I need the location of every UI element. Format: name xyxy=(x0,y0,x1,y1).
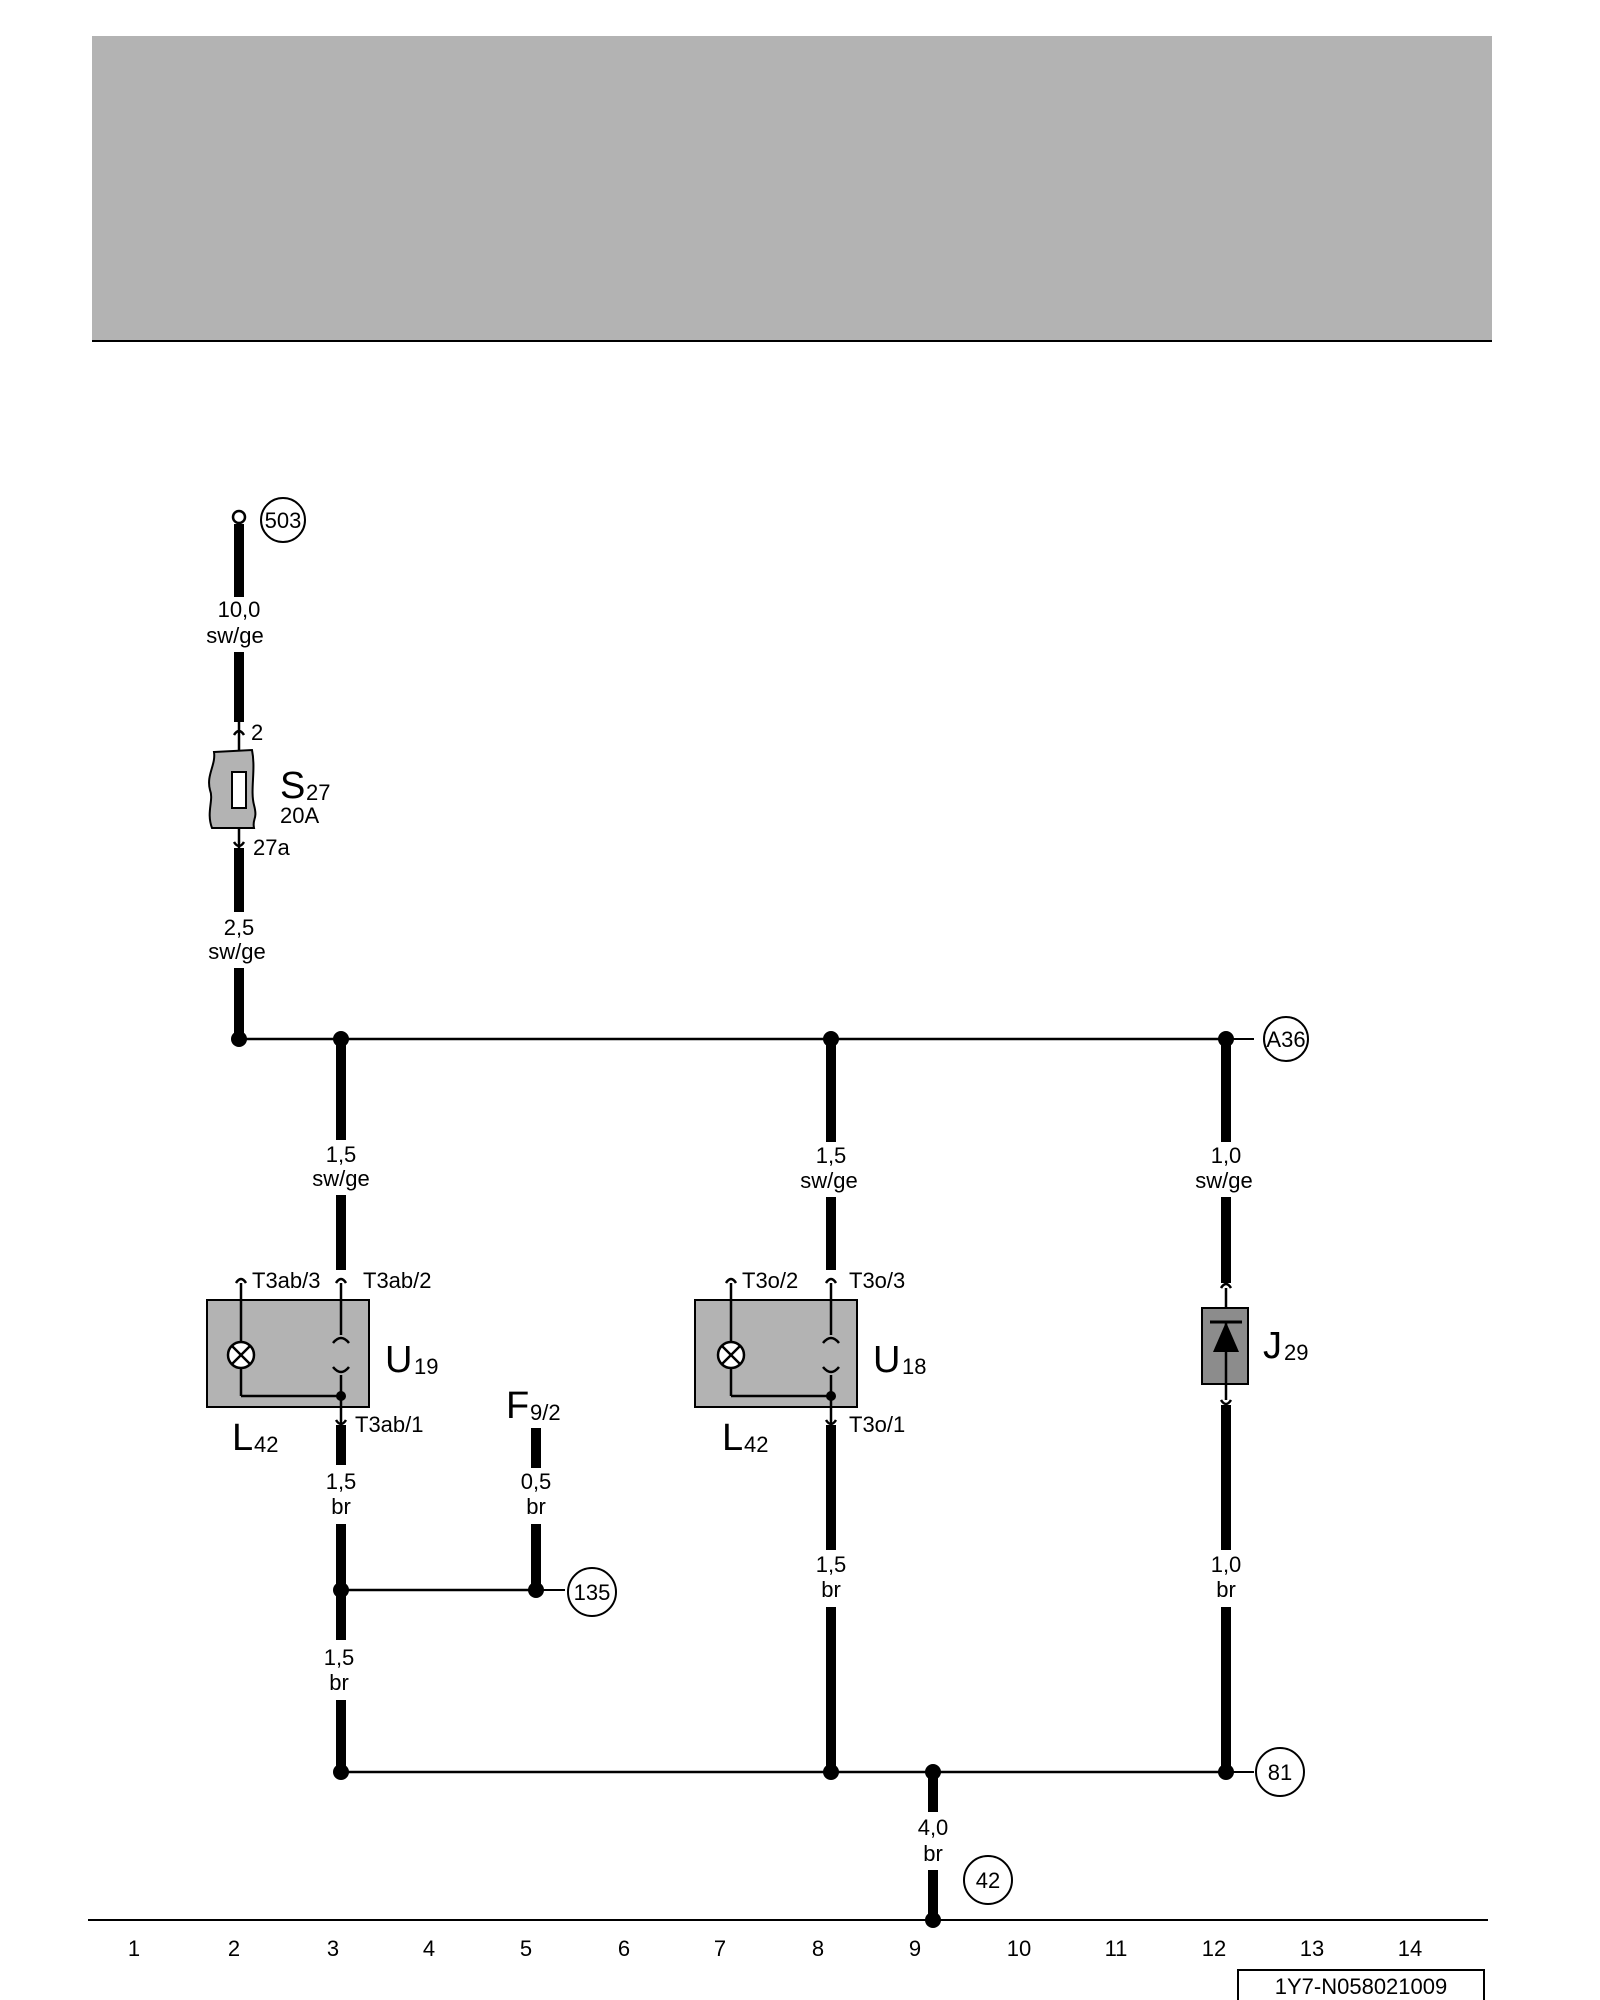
pin-t3ab3: T3ab/3 xyxy=(252,1268,321,1293)
u19-sub: 19 xyxy=(414,1354,438,1379)
supply-branch: 503 10,0 sw/ge 2 S 27 20A 27a 2,5 sw/ge xyxy=(206,497,330,1039)
pin-arrow xyxy=(724,1277,738,1284)
wire-1-5-br-a-color: br xyxy=(331,1494,351,1519)
column-number: 7 xyxy=(714,1936,726,1961)
f9-letter: F xyxy=(506,1385,529,1427)
j29-letter: J xyxy=(1263,1325,1282,1367)
column-number: 9 xyxy=(909,1936,921,1961)
ground-bus: 81 4,0 br 42 xyxy=(333,1747,1305,1928)
pin-arrow xyxy=(824,1419,838,1426)
ref-circle-81 xyxy=(1255,1747,1305,1797)
pin-t3ab2: T3ab/2 xyxy=(363,1268,432,1293)
document-code-box xyxy=(1237,1969,1485,2000)
terminal-503 xyxy=(231,509,247,525)
column-number: 12 xyxy=(1202,1936,1226,1961)
ref-circle-135 xyxy=(567,1567,617,1617)
l42-sub-b: 42 xyxy=(744,1432,768,1457)
node-dot xyxy=(333,1764,349,1780)
column-number: 13 xyxy=(1300,1936,1324,1961)
pin-t3o3: T3o/3 xyxy=(849,1268,905,1293)
u18-branch: 1,5 sw/ge T3o/2 T3o/3 U 18 L 42 T3o/1 1,… xyxy=(694,1039,926,1772)
ref-42-label: 42 xyxy=(976,1868,1000,1893)
column-number: 11 xyxy=(1105,1936,1128,1961)
column-numbers: 1 2 3 4 5 6 7 8 9 10 11 12 13 14 xyxy=(128,1936,1422,1961)
wire-1-5-br-c-color: br xyxy=(821,1577,841,1602)
header-band xyxy=(92,36,1492,341)
l42-letter-a: L xyxy=(232,1417,253,1459)
j29-sub: 29 xyxy=(1284,1340,1308,1365)
column-number: 10 xyxy=(1007,1936,1031,1961)
wire-10-0-size: 10,0 xyxy=(218,597,261,622)
column-number: 3 xyxy=(327,1936,339,1961)
node-dot xyxy=(1218,1764,1234,1780)
f9-branch: F 9/2 0,5 br 135 xyxy=(341,1385,617,1617)
l42-sub-a: 42 xyxy=(254,1432,278,1457)
node-dot xyxy=(823,1764,839,1780)
u19-letter: U xyxy=(385,1339,412,1381)
j29-branch: 1,0 sw/ge J 29 1,0 br xyxy=(1195,1039,1308,1772)
wire-1-0-a-color: sw/ge xyxy=(1195,1168,1252,1193)
column-number: 2 xyxy=(228,1936,240,1961)
document-code: 1Y7-N058021009 xyxy=(1275,1974,1447,1999)
wire-4-0-color: br xyxy=(923,1841,943,1866)
wire-1-0-br-size: 1,0 xyxy=(1211,1552,1242,1577)
u19-branch: 1,5 sw/ge T3ab/3 T3ab/2 U 19 L 42 T3ab/1… xyxy=(206,1039,438,1772)
pin-arrow xyxy=(334,1419,348,1426)
u18-sub: 18 xyxy=(902,1354,926,1379)
wire-2-5-color: sw/ge xyxy=(208,939,265,964)
column-number: 4 xyxy=(423,1936,435,1961)
pin-arrow xyxy=(234,1277,248,1284)
pin-arrow xyxy=(824,1277,838,1284)
l42-letter-b: L xyxy=(722,1417,743,1459)
wire-4-0-size: 4,0 xyxy=(918,1815,949,1840)
wire-1-5-br-c-size: 1,5 xyxy=(816,1552,847,1577)
ref-a36-label: A36 xyxy=(1266,1027,1305,1052)
wire-1-5-b-size: 1,5 xyxy=(816,1143,847,1168)
wire-0-5-color: br xyxy=(526,1494,546,1519)
ref-503-label: 503 xyxy=(265,508,302,533)
wire-1-0-br-color: br xyxy=(1216,1577,1236,1602)
column-number: 8 xyxy=(812,1936,824,1961)
column-number: 6 xyxy=(618,1936,630,1961)
node-dot xyxy=(528,1582,544,1598)
wire-1-5-br-a-size: 1,5 xyxy=(326,1469,357,1494)
ref-135-label: 135 xyxy=(574,1580,611,1605)
s27-pin-2: 2 xyxy=(251,720,263,745)
wire-1-5-a-color: sw/ge xyxy=(312,1166,369,1191)
wire-0-5-size: 0,5 xyxy=(521,1469,552,1494)
ref-81-label: 81 xyxy=(1268,1760,1292,1785)
s27-pin-27a: 27a xyxy=(253,835,290,860)
wire-1-5-a-size: 1,5 xyxy=(326,1142,357,1167)
pin-arrow xyxy=(1219,1399,1233,1406)
fuse-element xyxy=(231,771,247,809)
column-number: 1 xyxy=(128,1936,140,1961)
node-dot xyxy=(231,1031,247,1047)
pin-arrow-27a xyxy=(232,841,246,848)
column-number: 14 xyxy=(1398,1936,1422,1961)
socket-icon xyxy=(822,1336,840,1344)
top-bus: A36 xyxy=(231,1016,1309,1062)
ref-circle-42 xyxy=(963,1855,1013,1905)
s27-rating: 20A xyxy=(280,803,319,828)
pin-arrow xyxy=(1219,1282,1233,1289)
pin-t3ab1: T3ab/1 xyxy=(355,1412,424,1437)
ref-circle-a36 xyxy=(1263,1016,1309,1062)
pin-arrow xyxy=(334,1277,348,1284)
f9-sub: 9/2 xyxy=(530,1400,561,1425)
column-number: 5 xyxy=(520,1936,532,1961)
wire-1-0-a-size: 1,0 xyxy=(1211,1143,1242,1168)
ref-circle-503 xyxy=(260,497,306,543)
s27-letter: S xyxy=(280,765,305,807)
wire-1-5-br-b-size: 1,5 xyxy=(324,1645,355,1670)
wire-2-5-size: 2,5 xyxy=(224,915,255,940)
pin-t3o2: T3o/2 xyxy=(742,1268,798,1293)
wire-1-5-br-b-color: br xyxy=(329,1670,349,1695)
wire-1-5-b-color: sw/ge xyxy=(800,1168,857,1193)
pin-t3o1: T3o/1 xyxy=(849,1412,905,1437)
s27-sub: 27 xyxy=(306,780,330,805)
socket-icon xyxy=(332,1336,350,1344)
wire-10-0-color: sw/ge xyxy=(206,623,263,648)
u18-letter: U xyxy=(873,1339,900,1381)
